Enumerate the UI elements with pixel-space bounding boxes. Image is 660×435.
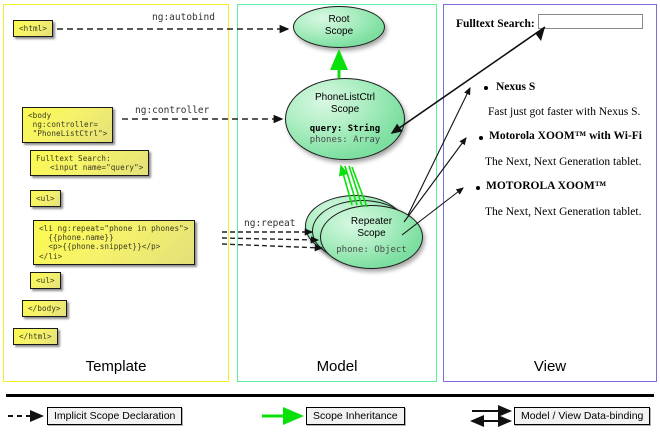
column-title-view: View [533,358,567,375]
scope-rep-line1: Repeater [350,216,393,227]
edge-label-controller: ng:controller [133,105,212,116]
column-title-template: Template [85,358,147,375]
view-phone-snippet-3: The Next, Next Generation tablet. [485,206,642,218]
scope-ctrl-line1: PhoneListCtrl [314,92,376,103]
column-view: View [443,4,657,382]
view-search-label: Fulltext Search: [456,18,535,30]
scope-phonelistctrl: PhoneListCtrl Scope query: String phones… [285,78,405,160]
column-title-model: Model [316,358,358,375]
scope-ctrl-prop-query: query: String [309,124,381,134]
scope-rep-prop-phone: phone: Object [336,245,407,255]
view-phone-name-3: MOTOROLA XOOM™ [486,180,607,192]
code-box-ul-open: <ul> [30,190,61,208]
view-phone-name-2: Motorola XOOM™ with Wi-Fi [489,130,643,142]
scope-root: Root Scope [293,6,385,48]
edge-label-autobind: ng:autobind [150,12,217,23]
legend-implicit-scope-declaration: Implicit Scope Declaration [47,407,183,425]
view-bullet-2 [479,136,483,140]
view-phone-snippet-2: The Next, Next Generation tablet. [485,156,642,168]
legend-scope-inheritance: Scope Inheritance [306,407,405,425]
legend-divider [6,394,654,397]
view-phone-name-1: Nexus S [496,81,536,93]
scope-ctrl-prop-phones: phones: Array [309,134,381,145]
code-box-html-open: <html> [13,20,54,38]
code-box-html-close: </html> [13,328,58,346]
scope-ctrl-line2: Scope [330,103,360,115]
legend-glyph-databinding [470,405,512,427]
code-box-body-close: </body> [22,300,67,318]
view-search-input[interactable] [538,14,643,29]
view-phone-snippet-1: Fast just got faster with Nexus S. [488,106,641,118]
code-box-search: Fulltext Search: <input name="query"> [30,150,150,177]
scope-root-line1: Root [328,14,350,25]
code-box-ul-close: <ul> [30,272,61,290]
code-box-body-open: <body ng:controller= "PhoneListCtrl"> [22,107,114,143]
edge-label-repeat: ng:repeat [242,218,298,229]
view-bullet-1 [484,86,488,90]
scope-repeater: Repeater Scope phone: Object [320,205,423,269]
code-box-li-repeat: <li ng:repeat="phone in phones"> {{phone… [33,220,195,265]
scope-root-line2: Scope [324,25,354,37]
legend-model-view-data-binding: Model / View Data-binding [514,407,651,425]
view-bullet-3 [476,186,480,190]
column-model: Model [237,4,437,382]
scope-rep-line2: Scope [357,227,386,239]
